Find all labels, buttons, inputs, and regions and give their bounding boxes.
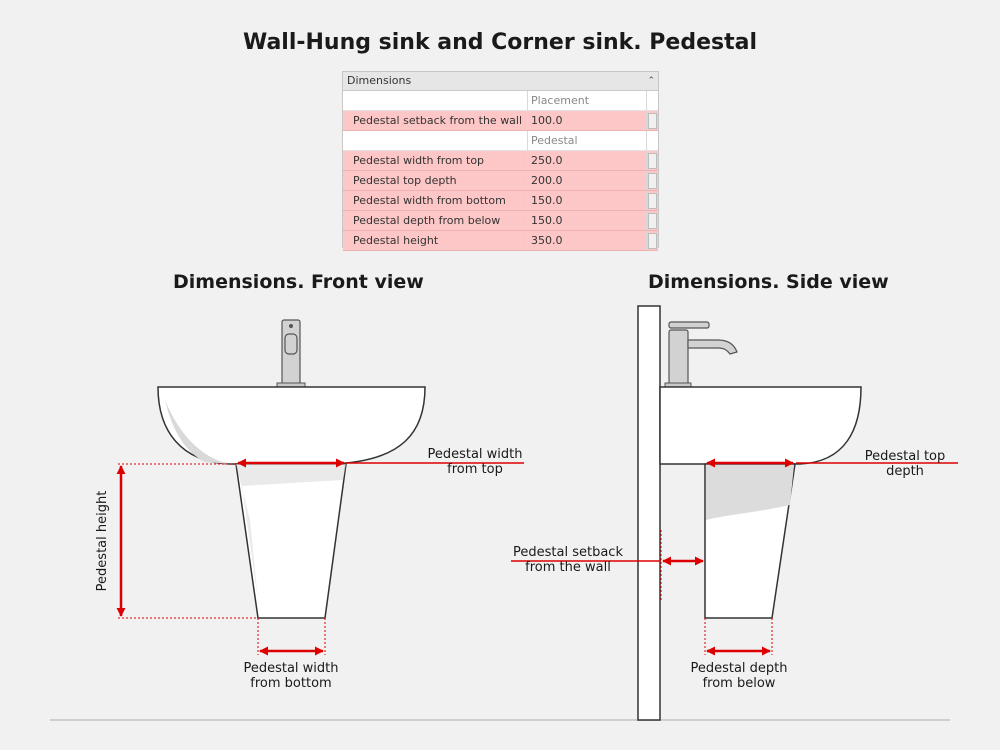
property-value[interactable]: 100.0 (528, 111, 647, 130)
property-label (343, 131, 528, 150)
faucet-body (281, 319, 301, 387)
label-line: from the wall (525, 560, 611, 575)
property-edit-button[interactable] (648, 173, 657, 189)
properties-panel: Dimensions ⌃ Placement Pedestal setback … (342, 71, 659, 251)
faucet-spout (284, 333, 298, 355)
label-line: Pedestal width (243, 661, 339, 676)
label-line: from below (702, 676, 776, 691)
collapse-icon[interactable]: ⌃ (647, 76, 655, 86)
side-view-title: Dimensions. Side view (648, 271, 889, 293)
front-view-sink (157, 319, 426, 619)
front-view-title: Dimensions. Front view (173, 271, 424, 293)
properties-group-row: Pedestal (343, 131, 658, 151)
property-row-top-depth[interactable]: Pedestal top depth 200.0 (343, 171, 658, 191)
property-row-setback[interactable]: Pedestal setback from the wall 100.0 (343, 111, 658, 131)
label-height: Pedestal height (95, 490, 110, 592)
property-value[interactable]: 350.0 (528, 231, 647, 250)
property-label: Pedestal setback from the wall (343, 111, 528, 130)
label-setback: Pedestal setback from the wall (505, 545, 631, 575)
property-label: Pedestal depth from below (343, 211, 528, 230)
pedestal-side-shade (706, 465, 794, 520)
label-depth-below: Pedestal depth from below (684, 661, 794, 691)
pedestal-front (235, 463, 347, 619)
property-value[interactable]: 200.0 (528, 171, 647, 190)
side-faucet-body (668, 329, 689, 387)
label-line: Pedestal depth (690, 661, 788, 676)
label-line: from bottom (250, 676, 332, 691)
property-row-width-bottom[interactable]: Pedestal width from bottom 150.0 (343, 191, 658, 211)
property-row-height[interactable]: Pedestal height 350.0 (343, 231, 658, 251)
property-row-depth-below[interactable]: Pedestal depth from below 150.0 (343, 211, 658, 231)
property-label: Pedestal height (343, 231, 528, 250)
properties-panel-title: Dimensions (347, 74, 412, 87)
pedestal-shade (236, 464, 346, 600)
property-edit-button[interactable] (648, 213, 657, 229)
side-faucet-handle (668, 321, 710, 329)
page-title: Wall-Hung sink and Corner sink. Pedestal (242, 30, 758, 55)
basin-shade (165, 400, 230, 464)
property-group-name: Pedestal (528, 131, 647, 150)
property-edit-button[interactable] (648, 193, 657, 209)
property-label: Pedestal width from bottom (343, 191, 528, 210)
property-value[interactable]: 150.0 (528, 211, 647, 230)
faucet-handle (289, 324, 293, 328)
front-dimensions (116, 458, 524, 656)
properties-panel-header[interactable]: Dimensions ⌃ (343, 72, 658, 91)
label-line: Pedestal top (864, 449, 946, 464)
label-width-top: Pedestal width from top (420, 447, 530, 477)
property-edit-button[interactable] (648, 153, 657, 169)
label-line: from top (447, 462, 503, 477)
side-dimensions (511, 458, 958, 656)
label-top-depth: Pedestal top depth (855, 449, 955, 479)
label-width-bottom: Pedestal width from bottom (236, 661, 346, 691)
side-faucet-spout (687, 339, 738, 355)
property-row-width-top[interactable]: Pedestal width from top 250.0 (343, 151, 658, 171)
side-view-sink (637, 305, 862, 721)
property-label: Pedestal top depth (343, 171, 528, 190)
properties-group-row: Placement (343, 91, 658, 111)
property-edit-button[interactable] (648, 113, 657, 129)
property-label (343, 91, 528, 110)
property-value[interactable]: 150.0 (528, 191, 647, 210)
property-group-name: Placement (528, 91, 647, 110)
property-edit-button[interactable] (648, 233, 657, 249)
property-value[interactable]: 250.0 (528, 151, 647, 170)
property-label: Pedestal width from top (343, 151, 528, 170)
basin-side (659, 386, 862, 465)
label-line: Pedestal setback (513, 545, 623, 560)
label-line: depth (886, 464, 924, 479)
label-line: Pedestal width (427, 447, 523, 462)
wall (637, 305, 661, 721)
